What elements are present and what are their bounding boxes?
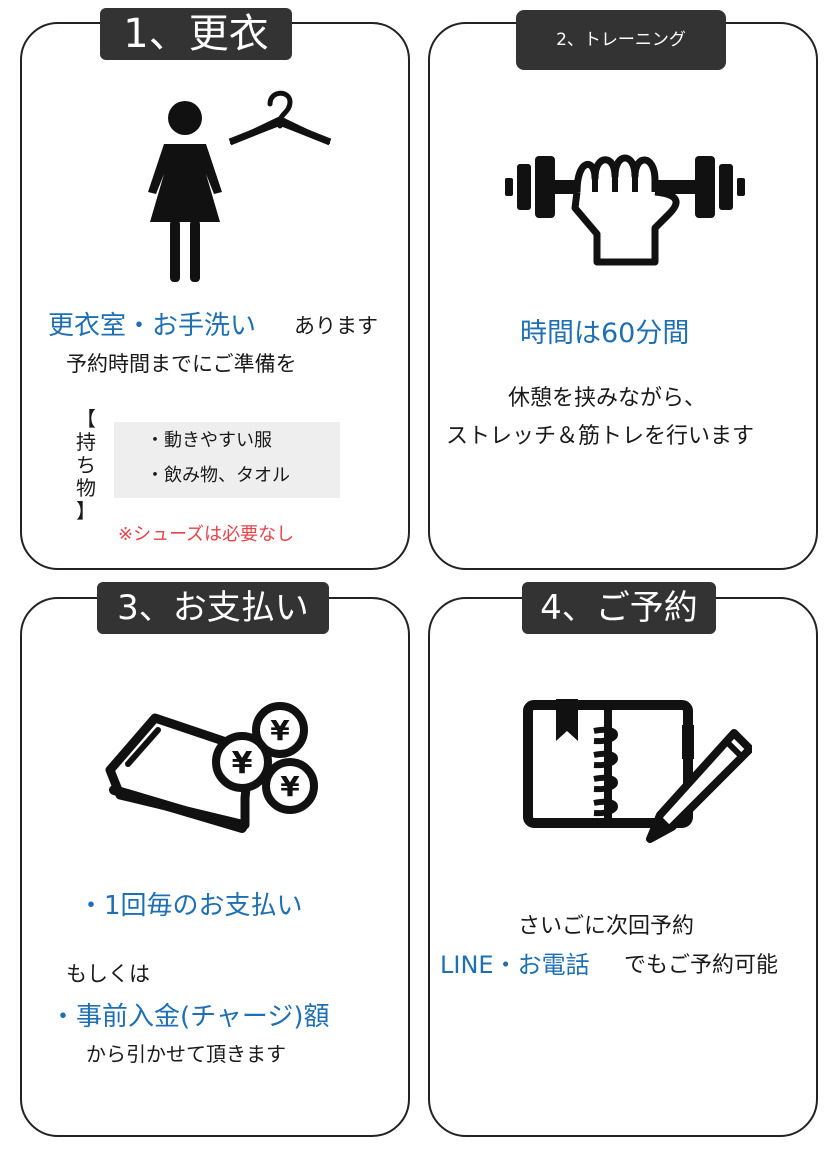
pay-per-session-text: ・1回毎のお支払い (78, 891, 303, 921)
belongings-item: ・動きやすい服 (146, 430, 272, 451)
next-booking-text: さいごに次回予約 (518, 914, 695, 939)
prepare-text: 予約時間までにご準備を (66, 352, 297, 376)
notebook-pen-icon (523, 699, 752, 843)
training-text-1: 休憩を挟みながら、 (508, 386, 707, 411)
step-tag-2: 2、トレーニング (516, 10, 726, 70)
dumbbell-hand-icon (505, 154, 745, 266)
belongings-box (114, 422, 340, 498)
contact-methods-highlight: LINE・お電話 (440, 951, 590, 979)
contact-methods-suffix: でもご予約可能 (624, 953, 779, 978)
or-text: もしくは (66, 962, 150, 986)
belongings-item: ・飲み物、タオル (146, 465, 290, 486)
svg-text:¥: ¥ (280, 770, 300, 803)
duration-highlight: 時間は60分間 (520, 318, 690, 349)
step-tag-3: 3、お支払い (97, 582, 329, 634)
facilities-suffix: あります (294, 314, 378, 338)
step-card-2 (428, 22, 818, 570)
step-tag-1: 1、更衣 (100, 8, 292, 60)
woman-hanger-icon (148, 90, 332, 282)
belongings-label: 【 持 ち 物 】 (76, 407, 96, 523)
training-text-2: ストレッチ＆筋トレを行います (446, 424, 755, 449)
step-tag-4: 4、ご予約 (522, 582, 716, 634)
step-card-4 (428, 597, 818, 1137)
svg-text:¥: ¥ (232, 746, 253, 781)
svg-text:¥: ¥ (270, 714, 290, 747)
deduct-text: から引かせて頂きます (86, 1042, 286, 1066)
shoes-note: ※シューズは必要なし (118, 524, 295, 545)
prepaid-charge-text: ・事前入金(チャージ)額 (50, 1002, 330, 1032)
facilities-highlight: 更衣室・お手洗い (48, 311, 257, 341)
wallet-yen-coins-icon: ¥ ¥ ¥ (105, 702, 318, 833)
step-card-3 (20, 597, 410, 1137)
